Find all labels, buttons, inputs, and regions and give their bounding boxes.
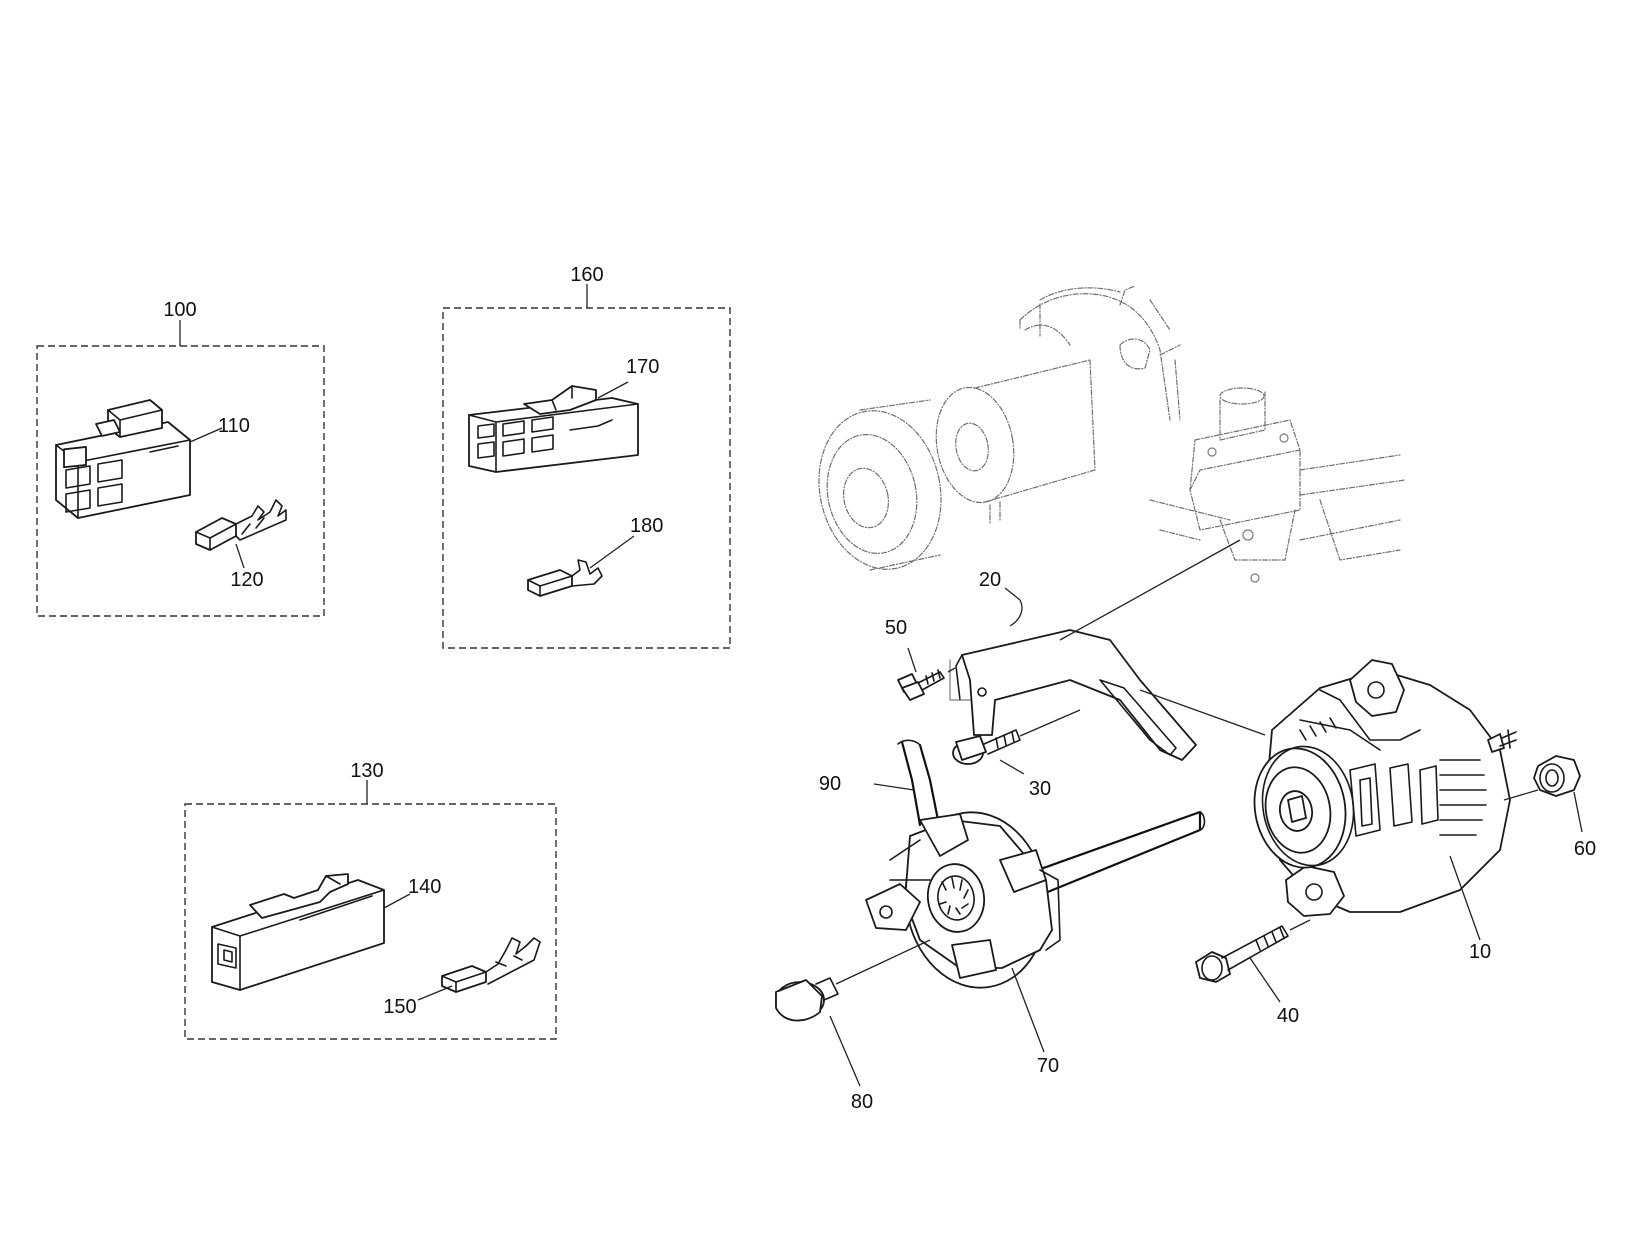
connector-110[interactable] xyxy=(55,399,191,519)
bolt-30[interactable] xyxy=(952,729,1021,765)
callout-170[interactable]: 170 xyxy=(626,356,659,378)
nut-60[interactable] xyxy=(1533,755,1581,797)
callout-10[interactable]: 10 xyxy=(1469,941,1491,963)
callout-40[interactable]: 40 xyxy=(1277,1005,1299,1027)
callout-50[interactable]: 50 xyxy=(885,617,907,639)
v-belt-90[interactable] xyxy=(897,739,1206,902)
callout-20[interactable]: 20 xyxy=(979,569,1001,591)
kit-160-group: 160 170 180 xyxy=(442,264,731,649)
engine-block-background xyxy=(818,285,1406,583)
alternator-10[interactable] xyxy=(1245,659,1517,917)
kit-130-group: 130 140 150 xyxy=(184,760,557,1040)
callout-90[interactable]: 90 xyxy=(819,773,841,795)
fan-pulley-70[interactable] xyxy=(865,803,1061,997)
callout-30[interactable]: 30 xyxy=(1029,778,1051,800)
terminal-180[interactable] xyxy=(527,559,603,597)
bolt-50[interactable] xyxy=(897,669,945,701)
flange-bolt-80[interactable] xyxy=(775,977,839,1022)
callout-110[interactable]: 110 xyxy=(218,415,250,437)
kit-100-group: 100 110 120 xyxy=(36,299,325,617)
callout-120[interactable]: 120 xyxy=(230,569,263,591)
connector-140[interactable] xyxy=(211,873,385,991)
kit-160-box xyxy=(442,307,731,649)
callout-130[interactable]: 130 xyxy=(350,760,383,782)
long-bolt-40[interactable] xyxy=(1195,925,1289,983)
callout-70[interactable]: 70 xyxy=(1037,1055,1059,1077)
adjusting-bracket-20[interactable] xyxy=(949,629,1197,761)
callout-80[interactable]: 80 xyxy=(851,1091,873,1113)
kit-130-box xyxy=(184,803,557,1040)
terminal-120[interactable] xyxy=(195,499,287,551)
terminal-150[interactable] xyxy=(441,937,541,993)
connector-170[interactable] xyxy=(468,385,639,473)
callout-180[interactable]: 180 xyxy=(630,515,663,537)
callout-160[interactable]: 160 xyxy=(570,264,603,286)
callout-60[interactable]: 60 xyxy=(1574,838,1596,860)
callout-150[interactable]: 150 xyxy=(383,996,416,1018)
callout-140[interactable]: 140 xyxy=(408,876,441,898)
callout-100[interactable]: 100 xyxy=(163,299,196,321)
